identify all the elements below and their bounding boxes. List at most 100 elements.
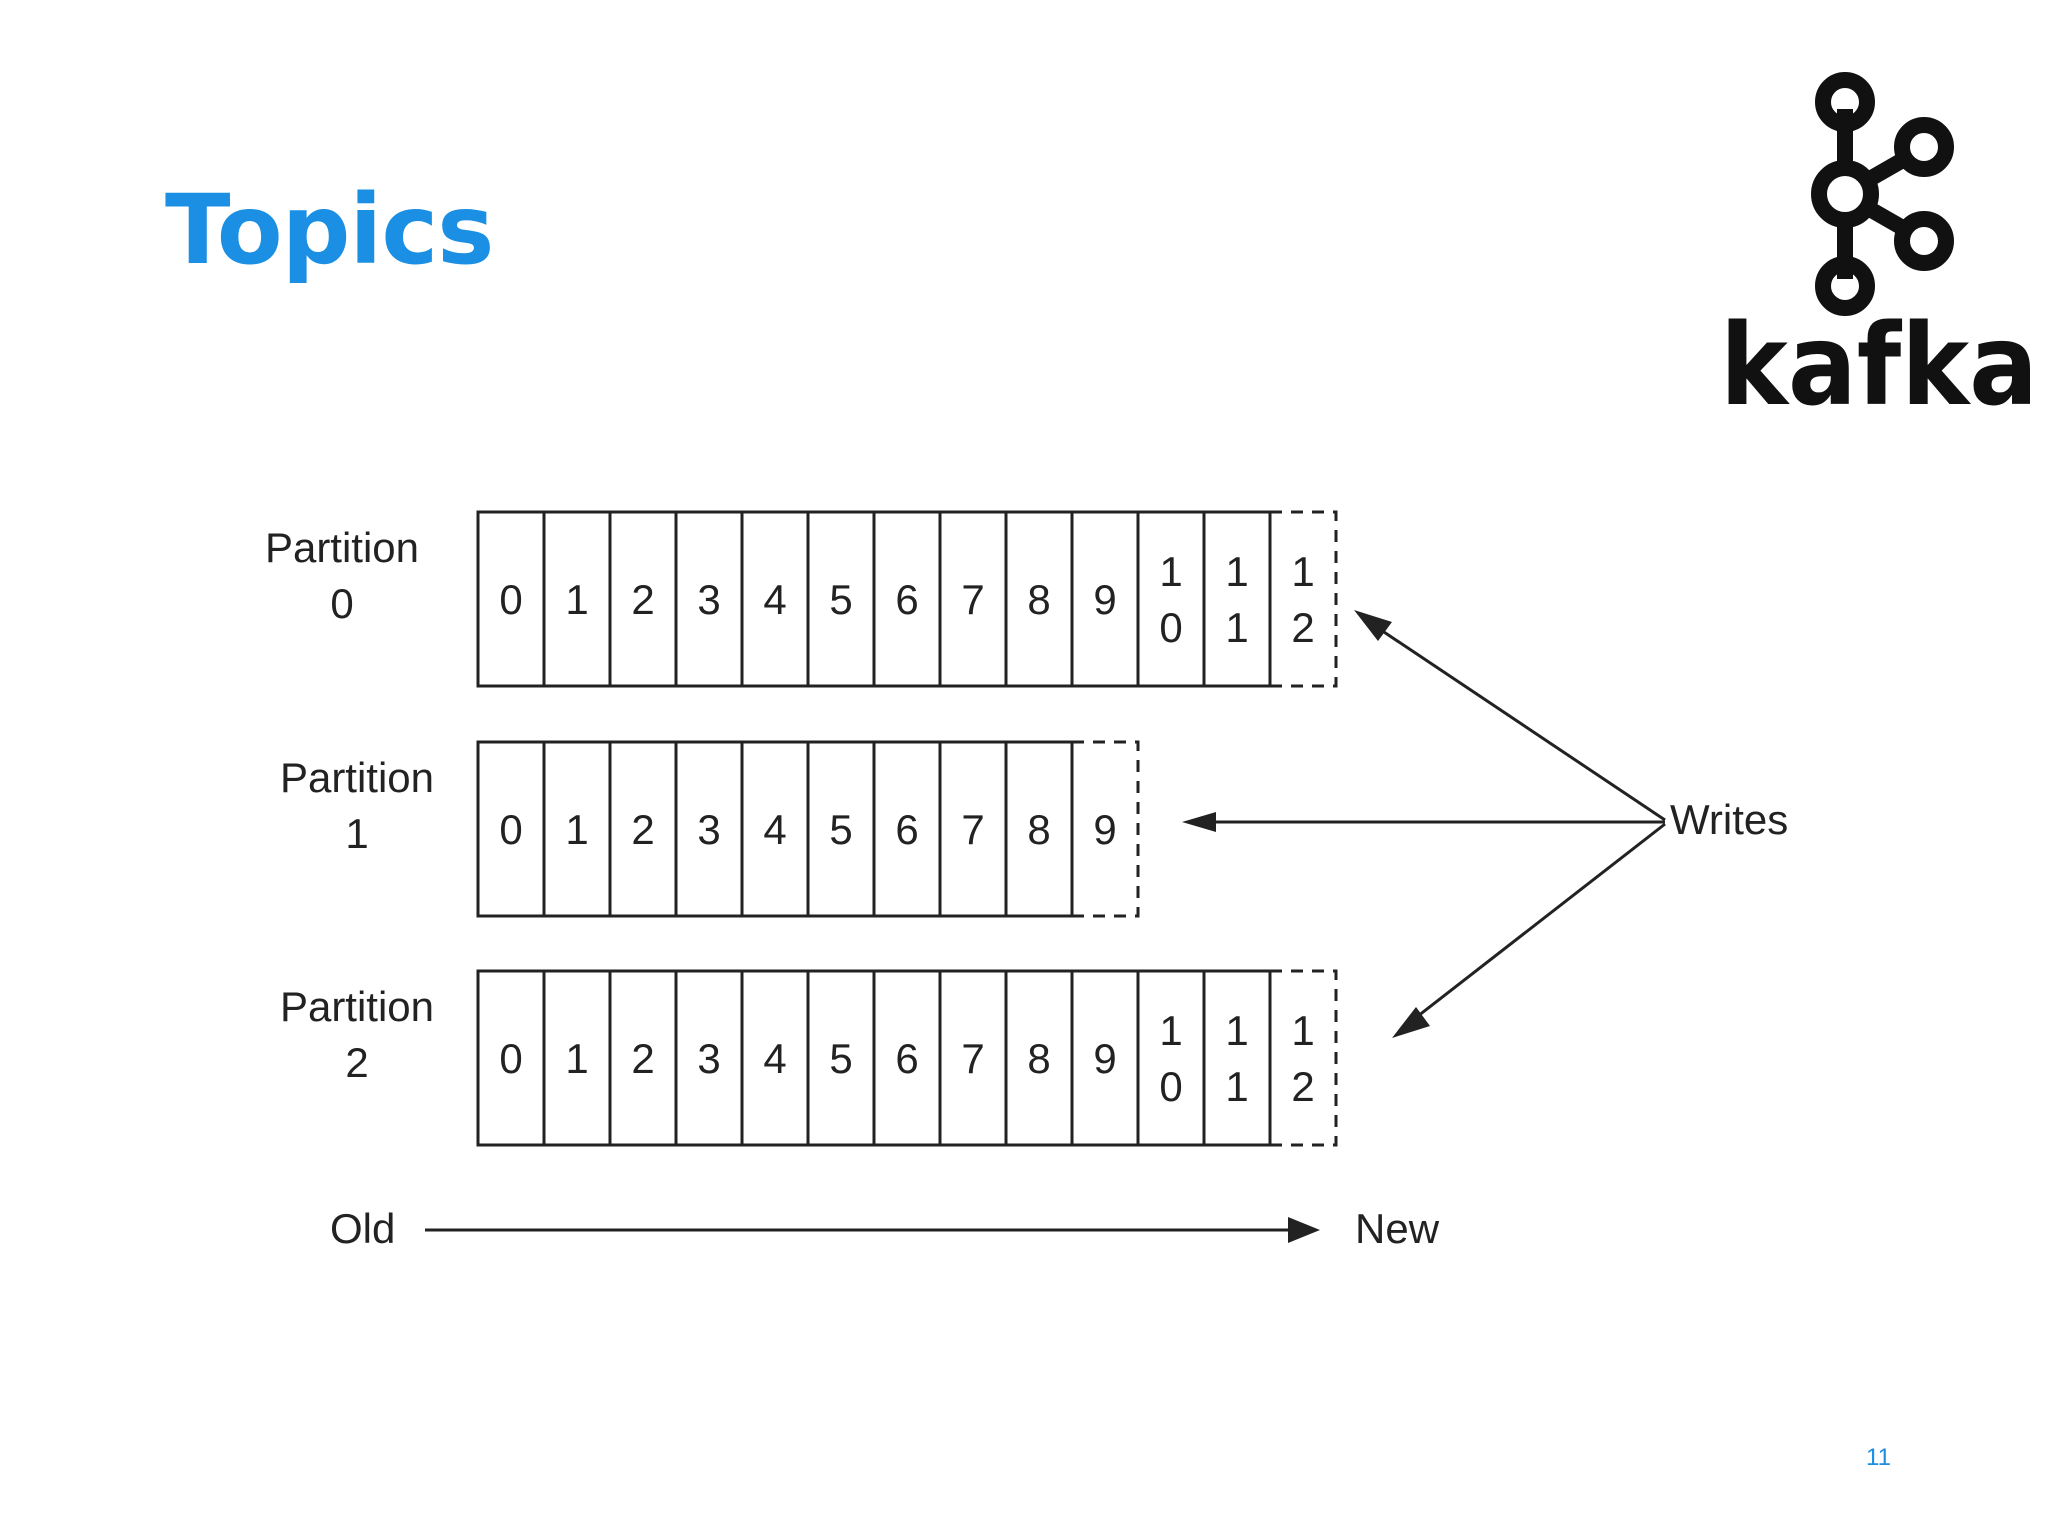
offset-cell: 1 (542, 969, 612, 1147)
offset-cell: 11 (1202, 510, 1272, 688)
offset-cell: 6 (872, 969, 942, 1147)
offset-cell-digit: 2 (631, 806, 654, 853)
offset-cell-digit: 3 (697, 576, 720, 623)
write-arrow-partition-2 (1399, 822, 1666, 1032)
offset-cell-digit-0: 1 (1159, 548, 1182, 595)
kafka-logo: kafka (1720, 72, 2038, 424)
offset-cell: 1 (542, 510, 612, 688)
write-arrowhead-1 (1182, 812, 1216, 832)
offset-cell-digit: 4 (763, 1035, 786, 1082)
next-write-cell-digit-0: 1 (1291, 548, 1314, 595)
offset-cell-digit: 1 (565, 1035, 588, 1082)
offset-cell-digit-1: 0 (1159, 1063, 1182, 1110)
next-write-cell: 12 (1268, 510, 1338, 688)
offset-cell: 1 (542, 740, 612, 918)
offset-cell-digit: 9 (1093, 1035, 1116, 1082)
offset-cell-box (1004, 740, 1074, 918)
offset-cell-digit-0: 1 (1225, 548, 1248, 595)
next-write-cell-digit: 9 (1093, 806, 1116, 853)
old-new-timeline: Old New (330, 1205, 1440, 1252)
offset-cell-digit: 6 (895, 576, 918, 623)
offset-cell: 3 (674, 740, 744, 918)
next-write-cell-box (1070, 740, 1140, 918)
offset-cell-digit: 8 (1027, 1035, 1050, 1082)
next-write-cell-digit-1: 2 (1291, 1063, 1314, 1110)
offset-cell-box (1202, 510, 1272, 688)
partition-1-number: 1 (345, 810, 368, 857)
offset-cell: 0 (476, 969, 546, 1147)
writes-label: Writes (1670, 796, 1788, 843)
offset-cell-digit: 8 (1027, 576, 1050, 623)
partition-2-label: Partition (280, 983, 434, 1030)
offset-cell: 10 (1136, 510, 1206, 688)
offset-cell-digit: 1 (565, 806, 588, 853)
offset-cell-digit: 7 (961, 576, 984, 623)
offset-cell: 7 (938, 510, 1008, 688)
offset-cell-digit-0: 1 (1225, 1007, 1248, 1054)
offset-cell-digit: 6 (895, 1035, 918, 1082)
offset-cell-digit: 9 (1093, 576, 1116, 623)
offset-cell: 8 (1004, 740, 1074, 918)
offset-cell: 3 (674, 969, 744, 1147)
offset-cell-box (1136, 510, 1206, 688)
offset-cell: 7 (938, 740, 1008, 918)
kafka-wordmark: kafka (1720, 301, 2038, 424)
next-write-cell: 12 (1268, 969, 1338, 1147)
offset-cell-digit-1: 0 (1159, 604, 1182, 651)
offset-cell: 4 (740, 510, 810, 688)
page-number: 11 (1866, 1444, 1891, 1471)
partition-0-label: Partition (265, 524, 419, 571)
offset-cell: 5 (806, 969, 876, 1147)
offset-cell: 6 (872, 510, 942, 688)
slide-title: Topics (165, 174, 494, 286)
write-arrowhead-2 (1392, 1007, 1430, 1038)
kafka-logo-icon (1811, 72, 1954, 316)
offset-cell-digit: 0 (499, 806, 522, 853)
offset-cell: 2 (608, 510, 678, 688)
offset-cell-digit: 4 (763, 576, 786, 623)
offset-cell-digit: 6 (895, 806, 918, 853)
offset-cell-digit: 4 (763, 806, 786, 853)
offset-cell: 4 (740, 740, 810, 918)
offset-cell: 4 (740, 969, 810, 1147)
partition-2-number: 2 (345, 1039, 368, 1086)
write-arrow-partition-0 (1362, 616, 1666, 822)
write-arrowhead-0 (1354, 610, 1392, 641)
timeline-old-label: Old (330, 1205, 395, 1252)
offset-cell-box (1202, 969, 1272, 1147)
offset-cell-digit: 2 (631, 1035, 654, 1082)
offset-cell: 5 (806, 740, 876, 918)
next-write-cell-digit-1: 2 (1291, 604, 1314, 651)
offset-cell: 0 (476, 740, 546, 918)
offset-cell-digit-0: 1 (1159, 1007, 1182, 1054)
offset-cell-digit: 5 (829, 576, 852, 623)
offset-cell-digit: 7 (961, 1035, 984, 1082)
partition-0-number: 0 (330, 580, 353, 627)
writes-arrows (1190, 616, 1666, 1032)
offset-cell: 5 (806, 510, 876, 688)
offset-cell: 8 (1004, 969, 1074, 1147)
offset-cell-digit: 0 (499, 576, 522, 623)
offset-cell-digit: 8 (1027, 806, 1050, 853)
offset-cell-digit: 1 (565, 576, 588, 623)
offset-cell-box (1136, 969, 1206, 1147)
timeline-arrowhead (1288, 1217, 1320, 1243)
offset-cell-digit: 5 (829, 1035, 852, 1082)
next-write-cell-box (1268, 969, 1338, 1147)
offset-cell: 3 (674, 510, 744, 688)
offset-cell: 7 (938, 969, 1008, 1147)
offset-cell: 9 (1070, 969, 1140, 1147)
next-write-cell: 9 (1070, 740, 1140, 918)
offset-cell-digit: 3 (697, 806, 720, 853)
writes-arrowheads (1182, 610, 1430, 1038)
next-write-cell-box (1268, 510, 1338, 688)
partition-1-label: Partition (280, 754, 434, 801)
offset-cell: 2 (608, 740, 678, 918)
offset-cell: 10 (1136, 969, 1206, 1147)
offset-cell: 8 (1004, 510, 1074, 688)
offset-cell-digit: 0 (499, 1035, 522, 1082)
